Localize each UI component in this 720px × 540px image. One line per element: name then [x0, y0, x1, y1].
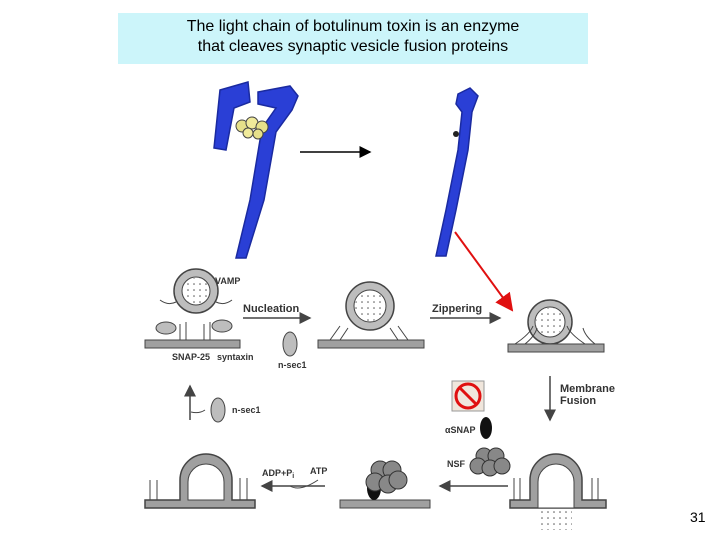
- label-membrane: Membrane: [560, 383, 615, 395]
- label-vamp: VAMP: [215, 276, 240, 286]
- label-nsec1-mid: n-sec1: [232, 405, 261, 415]
- label-alpha-snap: αSNAP: [445, 425, 476, 435]
- title-line-1: The light chain of botulinum toxin is an…: [186, 18, 520, 35]
- fused-vesicle: [509, 453, 607, 530]
- toxin-heavy-chain: [435, 87, 479, 257]
- label-nsec1-top: n-sec1: [278, 360, 307, 370]
- vesicle-stage-2: [317, 281, 425, 349]
- slide-number: 31: [690, 509, 706, 525]
- vesicle-stage-3: [507, 299, 605, 353]
- red-arrow: [454, 231, 514, 312]
- nsf-disassembly: [339, 460, 431, 509]
- membrane-stage-1: [144, 319, 241, 349]
- label-nsf: NSF: [447, 459, 466, 469]
- label-nucleation: Nucleation: [243, 303, 300, 315]
- label-syntaxin: syntaxin: [217, 352, 254, 362]
- nsec1-binding: [210, 397, 226, 423]
- toxin-molecule-full: [213, 81, 299, 259]
- label-fusion: Fusion: [560, 395, 596, 407]
- label-zippering: Zippering: [432, 303, 482, 315]
- alpha-snap-shape: [480, 417, 492, 439]
- no-toxin-icon: [451, 380, 485, 412]
- light-chain-cluster: [235, 116, 269, 140]
- membrane-stage-recycle: [144, 453, 256, 509]
- title-line-2: that cleaves synaptic vesicle fusion pro…: [197, 38, 509, 55]
- title-box: The light chain of botulinum toxin is an…: [118, 13, 588, 64]
- label-snap25: SNAP-25: [172, 352, 210, 362]
- nsec1-released: [282, 331, 298, 357]
- label-adp: ADP+Pi: [262, 468, 294, 480]
- nsf-complex: [469, 447, 511, 477]
- label-atp: ATP: [310, 466, 327, 476]
- vesicle-stage-1: [159, 268, 233, 314]
